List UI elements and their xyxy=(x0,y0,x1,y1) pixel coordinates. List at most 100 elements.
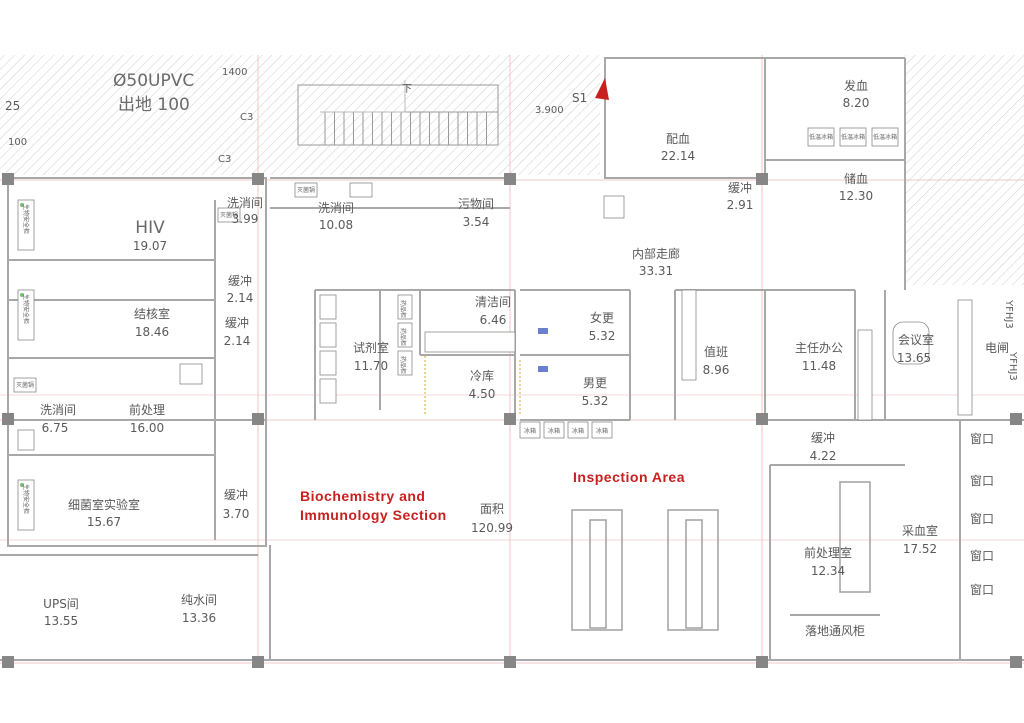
yfhj3-a: YFHJ3 xyxy=(1003,299,1014,329)
room-area-xiaoxi1: 3.99 xyxy=(232,212,259,226)
pipe-annotation: Ø50UPVC xyxy=(113,71,194,91)
room-name-zhiban: 值班 xyxy=(704,344,728,359)
room-name-qingjie: 清洁间 xyxy=(475,295,511,309)
room-area-qingjie: 6.46 xyxy=(480,313,507,327)
fridge-label: 冰箱 xyxy=(596,427,608,435)
low-temp-fridge-label: 低温冰箱 xyxy=(809,133,833,141)
room-area-huanchong5: 3.70 xyxy=(223,507,250,521)
room-area-huanchong2: 2.14 xyxy=(227,291,254,305)
room-area-xijun: 15.67 xyxy=(87,515,121,529)
room-area-qianchuli1: 16.00 xyxy=(130,421,164,435)
dim-100: 100 xyxy=(8,137,27,148)
room-name-zhuren: 主任办公 xyxy=(795,340,843,355)
window-label: 窗口 xyxy=(970,549,994,563)
reagent-cabinet-label: 药品柜 xyxy=(399,328,407,346)
room-name-nvgeng: 女更 xyxy=(590,310,614,325)
reagent-cabinet-label: 药品柜 xyxy=(399,300,407,318)
fridge-label: 冰箱 xyxy=(572,427,584,435)
room-area-huanchong1: 2.91 xyxy=(727,198,754,212)
reagent-cabinet-label: 药品柜 xyxy=(399,356,407,374)
hatched-zones xyxy=(0,55,1024,285)
room-area-huanchong3: 2.14 xyxy=(224,334,251,348)
bsc-label: 生物安全柜 xyxy=(22,204,30,234)
room-name-xiaoxi2: 洗消间 xyxy=(318,201,354,215)
room-name-huanchong4: 缓冲 xyxy=(811,430,835,445)
room-area-nvgeng: 5.32 xyxy=(589,329,616,343)
dim-25: 25 xyxy=(5,99,20,113)
room-area-peixue: 22.14 xyxy=(661,149,695,163)
walls xyxy=(0,57,1024,661)
window-label: 窗口 xyxy=(970,474,994,488)
room-name-qianchuli2: 前处理室 xyxy=(804,545,852,560)
room-name-chunshui: 纯水间 xyxy=(181,593,217,607)
room-name-faxue: 发血 xyxy=(844,78,868,93)
c3-top: C3 xyxy=(240,112,253,123)
room-name-shiji: 试剂室 xyxy=(353,340,389,355)
stairwell xyxy=(297,80,499,146)
yfhj3-b: YFHJ3 xyxy=(1007,351,1018,381)
room-name-huanchong1: 缓冲 xyxy=(728,180,752,195)
colored-accents xyxy=(20,78,609,487)
room-name-hiv: HIV xyxy=(135,218,165,238)
room-area-faxue: 8.20 xyxy=(843,96,870,110)
room-area-chuxue: 12.30 xyxy=(839,189,873,203)
room-area-chunshui: 13.36 xyxy=(182,611,216,625)
bsc-label: 生物安全柜 xyxy=(22,484,30,514)
equipment-labels: 生物安全柜 生物安全柜 生物安全柜 灭菌锅 灭菌锅 灭菌锅 低温冰箱 低温冰箱 … xyxy=(16,133,897,514)
window-label: 窗口 xyxy=(970,432,994,446)
room-area-shiji: 11.70 xyxy=(354,359,388,373)
room-area-hiv: 19.07 xyxy=(133,239,167,253)
dim-3900: 3.900 xyxy=(535,105,564,116)
room-area-xiaoxi3: 6.75 xyxy=(42,421,69,435)
room-area-huiyi: 13.65 xyxy=(897,351,931,365)
structural-columns xyxy=(2,173,1022,668)
room-name-xiaoxi1: 洗消间 xyxy=(227,196,263,210)
room-area-zhiban: 8.96 xyxy=(703,363,730,377)
equipment-boxes xyxy=(13,127,973,531)
sterilizer-label: 灭菌锅 xyxy=(220,211,238,219)
s1-marker: S1 xyxy=(572,91,587,105)
room-area-jiehe: 18.46 xyxy=(135,325,169,339)
window-label: 窗口 xyxy=(970,583,994,597)
room-area-ups: 13.55 xyxy=(44,614,78,628)
room-name-caixue: 采血室 xyxy=(902,523,938,538)
room-area-zhuren: 11.48 xyxy=(802,359,836,373)
room-name-jiehe: 结核室 xyxy=(134,306,170,321)
room-name-wuwu: 污物间 xyxy=(458,197,494,211)
room-name-nangeng: 男更 xyxy=(583,376,607,390)
c3-left: C3 xyxy=(218,154,231,165)
pipe-sub-annotation: 出地 100 xyxy=(118,95,190,115)
room-name-peixue: 配血 xyxy=(666,132,690,146)
sterilizer-label: 灭菌锅 xyxy=(16,381,34,389)
drawing-annotations: Ø50UPVC 出地 100 1400 25 100 C3 C3 3.900 S… xyxy=(5,67,1018,381)
room-name-huiyi: 会议室 xyxy=(898,332,934,347)
service-windows: 窗口 窗口 窗口 窗口 窗口 xyxy=(970,432,994,597)
room-name-duidi: 落地通风柜 xyxy=(805,624,865,638)
room-name-mianji: 面积 xyxy=(480,502,504,516)
dim-1400: 1400 xyxy=(222,67,247,78)
room-name-xiaoxi3: 洗消间 xyxy=(40,403,76,417)
room-area-nangeng: 5.32 xyxy=(582,394,609,408)
biochem-section-label-line1: Biochemistry and xyxy=(300,488,425,504)
room-name-xijun: 细菌室实验室 xyxy=(68,497,140,512)
room-area-zoulang: 33.31 xyxy=(639,264,673,278)
inspection-area-label: Inspection Area xyxy=(573,469,685,485)
room-name-huanchong5: 缓冲 xyxy=(224,487,248,502)
dianti: 电闸 xyxy=(985,341,1009,355)
room-name-qianchuli1: 前处理 xyxy=(129,402,165,417)
room-name-huanchong2: 缓冲 xyxy=(228,273,252,288)
room-area-wuwu: 3.54 xyxy=(463,215,490,229)
room-name-zoulang: 内部走廊 xyxy=(632,246,680,261)
section-labels: Biochemistry and Immunology Section Insp… xyxy=(300,469,685,523)
low-temp-fridge-label: 低温冰箱 xyxy=(873,133,897,141)
room-area-mianji: 120.99 xyxy=(471,521,513,535)
sterilizer-label: 灭菌锅 xyxy=(297,186,315,194)
room-labels: HIV 19.07 洗消间 3.99 洗消间 10.08 污物间 3.54 配血… xyxy=(40,78,938,638)
biochem-section-label-line2: Immunology Section xyxy=(300,507,447,523)
room-area-huanchong4: 4.22 xyxy=(810,449,837,463)
room-name-ups: UPS间 xyxy=(43,597,79,611)
lab-benches xyxy=(571,481,871,631)
low-temp-fridge-label: 低温冰箱 xyxy=(841,133,865,141)
fridge-label: 冰箱 xyxy=(524,427,536,435)
